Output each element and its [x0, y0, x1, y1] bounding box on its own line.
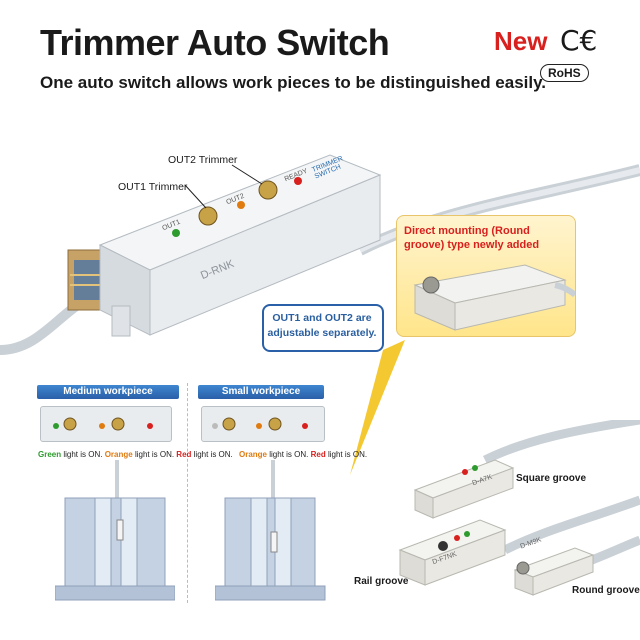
- legend-red: Red: [310, 450, 326, 459]
- direct-mounting-text: Direct mounting (Round groove) type newl…: [404, 225, 540, 251]
- divider: [187, 383, 188, 603]
- round-groove-label: Round groove: [572, 585, 640, 596]
- out2-trimmer-label: OUT2 Trimmer: [168, 154, 238, 166]
- orange-led-icon: [99, 423, 105, 429]
- out1-trimmer-label: OUT1 Trimmer: [118, 181, 188, 193]
- screw-icon: [422, 276, 440, 294]
- off-led-icon: [212, 423, 218, 429]
- legend-text: light is ON.: [132, 450, 175, 459]
- orange-led-icon: [256, 423, 262, 429]
- medium-cylinder-illustration: [55, 460, 175, 601]
- out2-led-icon: [237, 201, 245, 209]
- out1-trimmer-icon: [198, 206, 218, 226]
- legend-green: Green: [38, 450, 62, 459]
- adjustable-text: OUT1 and OUT2 are adjustable separately.: [267, 312, 377, 339]
- medium-sensor-panel: [40, 406, 172, 442]
- page-subtitle: One auto switch allows work pieces to be…: [40, 73, 547, 92]
- callout-pointer: [350, 340, 405, 475]
- rohs-badge: RoHS: [540, 64, 589, 82]
- legend-orange: Orange: [239, 450, 268, 459]
- round-groove-sensor-illustration: [413, 264, 575, 331]
- medium-workpiece-header: Medium workpiece: [37, 385, 179, 399]
- legend-orange: Orange: [104, 450, 133, 459]
- top-panel: [172, 177, 302, 237]
- adjustable-callout: [262, 304, 384, 352]
- ce-mark-icon: C€: [560, 24, 598, 57]
- red-led-icon: [302, 423, 308, 429]
- small-cylinder-illustration: [215, 460, 326, 601]
- small-legend: Orange light is ON. Red light is ON.: [239, 450, 367, 459]
- square-groove-label: Square groove: [516, 473, 587, 484]
- red-led-icon: [147, 423, 153, 429]
- new-badge: New: [494, 26, 548, 56]
- out2-trimmer-icon: [258, 180, 278, 200]
- green-led-icon: [53, 423, 59, 429]
- legend-text: light is ON.: [61, 450, 103, 459]
- trimmer-switch-body: [98, 154, 382, 337]
- round-groove-sensor: [513, 547, 595, 596]
- rail-groove-label: Rail groove: [354, 576, 409, 587]
- rail-groove-sensor: [398, 519, 507, 586]
- main-product-illustration: [0, 154, 640, 355]
- sensor-variants-illustration: [398, 420, 640, 596]
- legend-text: light is ON.: [325, 450, 368, 459]
- legend-text: light is ON.: [267, 450, 309, 459]
- legend-text: light is ON.: [191, 450, 233, 459]
- out1-led-icon: [172, 229, 180, 237]
- page-title: Trimmer Auto Switch: [40, 22, 390, 63]
- small-workpiece-header: Small workpiece: [198, 385, 324, 399]
- square-groove-sensor: [413, 459, 515, 519]
- legend-red: Red: [176, 450, 192, 459]
- medium-legend: Green light is ON. Orange light is ON. R…: [38, 450, 233, 459]
- ready-led-icon: [294, 177, 302, 185]
